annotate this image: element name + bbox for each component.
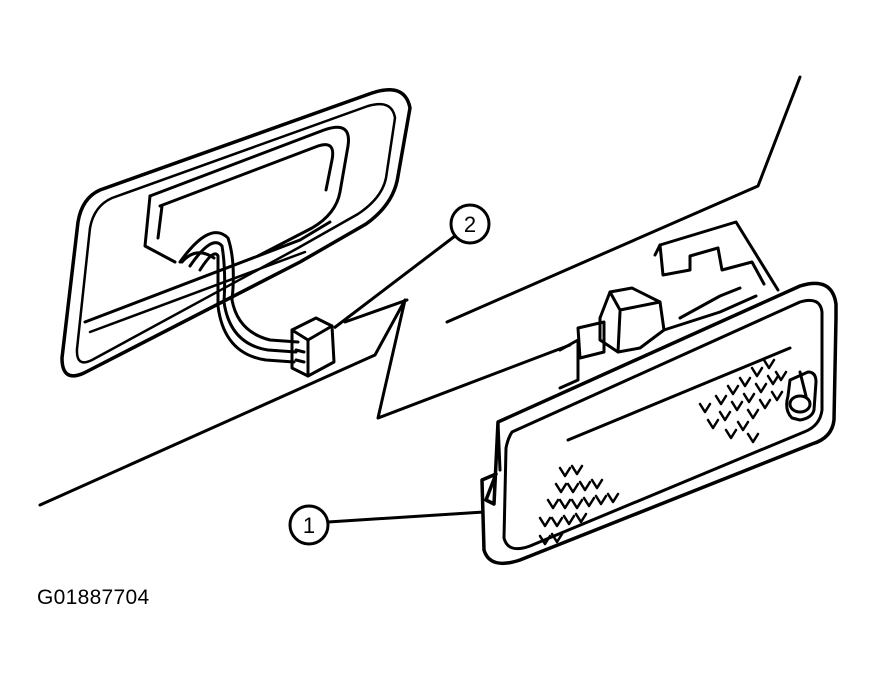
headliner-panel-edge — [38, 75, 802, 507]
callout-2-circle — [449, 203, 491, 245]
callout-2-number: 2 — [464, 212, 476, 237]
figure-id-label: G01887704 — [37, 586, 150, 609]
callout-2-leader — [333, 234, 456, 330]
callout-1-circle — [288, 504, 330, 546]
callout-2: 2 — [333, 203, 491, 330]
wiring-connector — [290, 316, 336, 378]
callout-1-number: 1 — [303, 513, 315, 538]
wiring-harness — [178, 231, 300, 364]
callout-1-leader — [327, 510, 485, 524]
lamp-housing-bracket — [558, 220, 780, 390]
roof-opening-bezel — [60, 88, 412, 378]
dome-lamp-assembly — [480, 281, 838, 566]
lens-texture-lower — [538, 464, 620, 546]
lens-texture-upper — [698, 358, 788, 444]
callout-1: 1 — [288, 504, 485, 546]
